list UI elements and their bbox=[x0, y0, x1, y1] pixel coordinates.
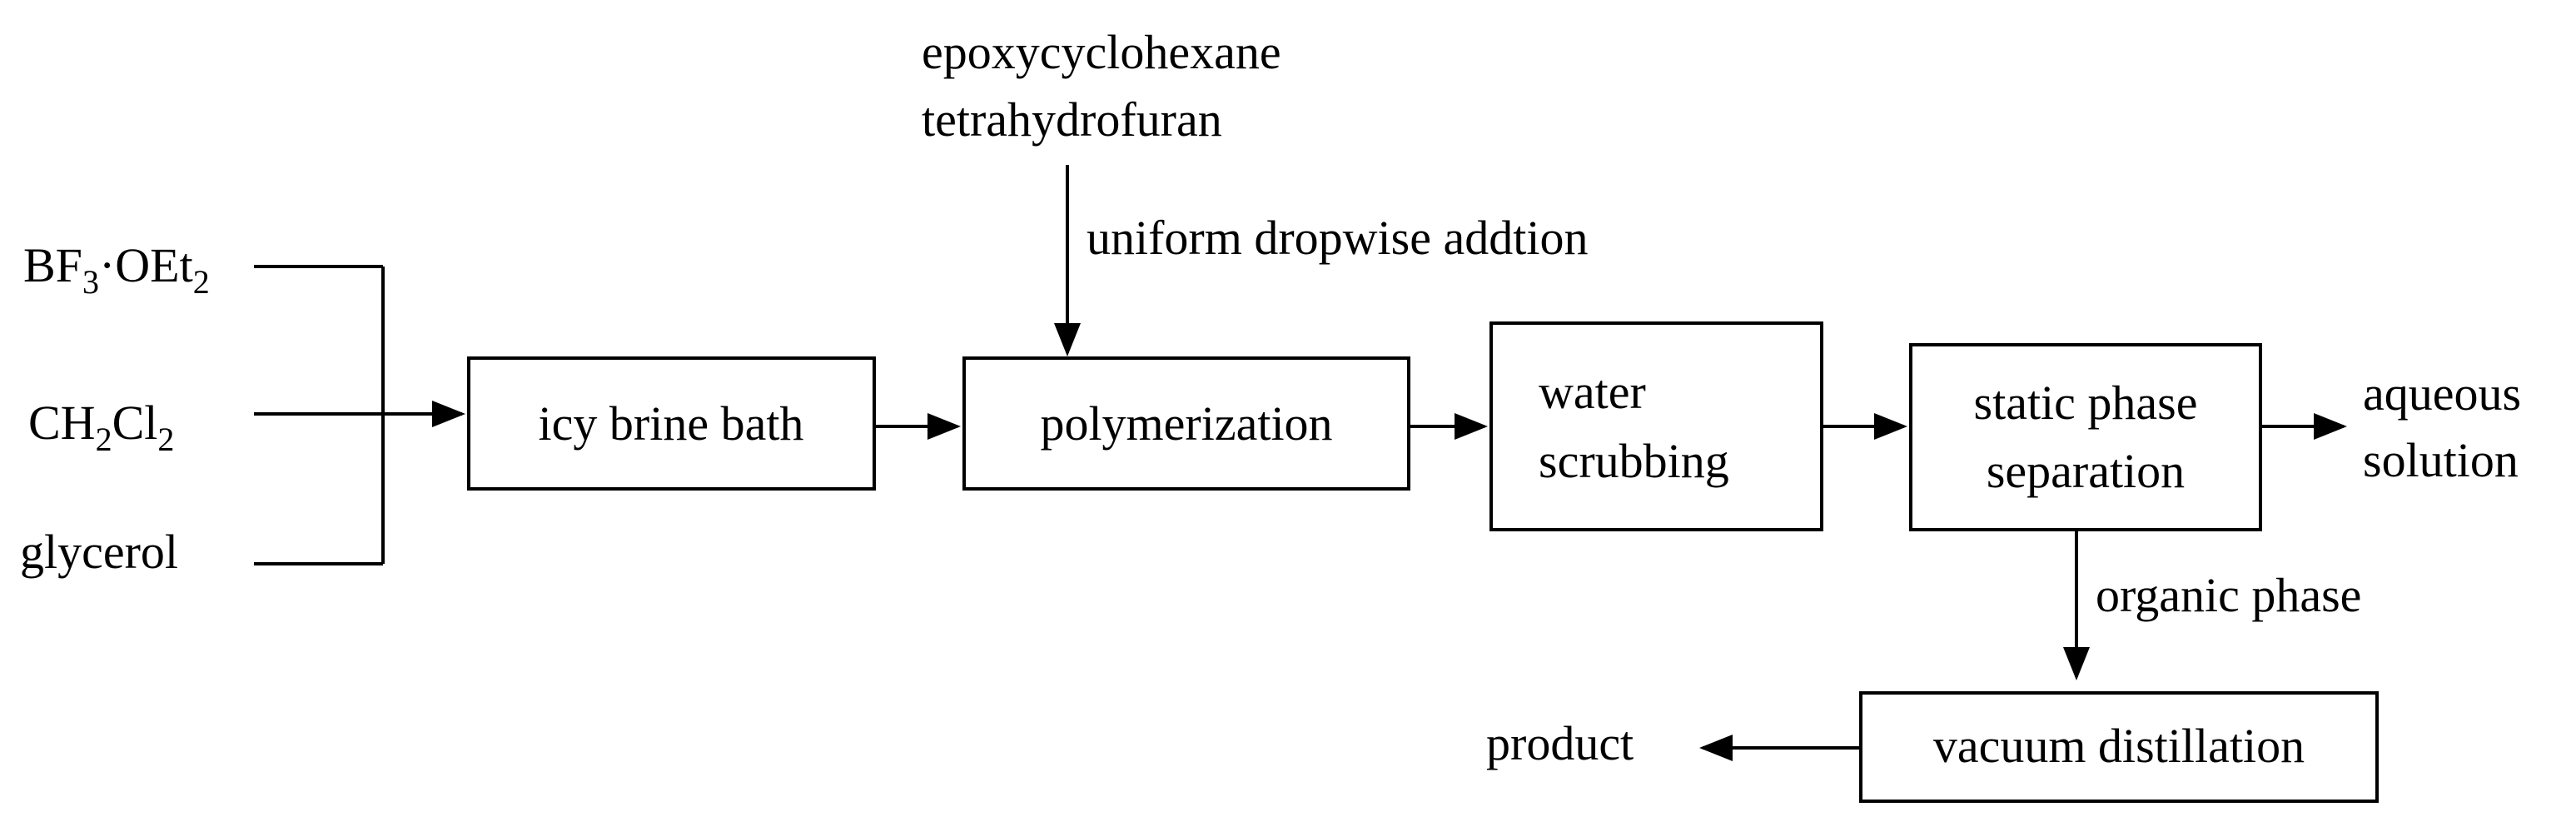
step-icy-brine-bath-box bbox=[467, 356, 876, 491]
organic-phase-label: organic phase bbox=[2096, 568, 2361, 622]
input-ch2cl2-label: CH2Cl2 bbox=[28, 396, 174, 458]
step-polymerization-label: polymerization bbox=[1040, 396, 1332, 451]
product-label: product bbox=[1486, 716, 1634, 770]
step-vacuum-distillation-label: vacuum distillation bbox=[1933, 719, 2305, 773]
step-icy-brine-bath-label: icy brine bath bbox=[539, 396, 804, 451]
input-glycerol-label: glycerol bbox=[20, 525, 178, 579]
step-water-scrubbing-line2: scrubbing bbox=[1539, 434, 1729, 488]
uniform-dropwise-addition-label: uniform dropwise addtion bbox=[1087, 211, 1588, 265]
aqueous-label-line2: solution bbox=[2363, 433, 2519, 487]
aqueous-label-line1: aqueous bbox=[2363, 366, 2521, 421]
step-static-phase-separation-line2: separation bbox=[1987, 444, 2185, 498]
step-water-scrubbing-box bbox=[1489, 321, 1823, 531]
epoxycyclohexane-label: epoxycyclohexane bbox=[922, 25, 1281, 79]
input-bf3-label: BF3·OEt2 bbox=[23, 238, 210, 301]
step-water-scrubbing-line1: water bbox=[1539, 365, 1646, 419]
step-polymerization-box bbox=[962, 356, 1410, 491]
step-static-phase-separation-box bbox=[1909, 343, 2262, 531]
tetrahydrofuran-label: tetrahydrofuran bbox=[922, 92, 1222, 147]
step-static-phase-separation-line1: static phase bbox=[1974, 376, 2198, 430]
